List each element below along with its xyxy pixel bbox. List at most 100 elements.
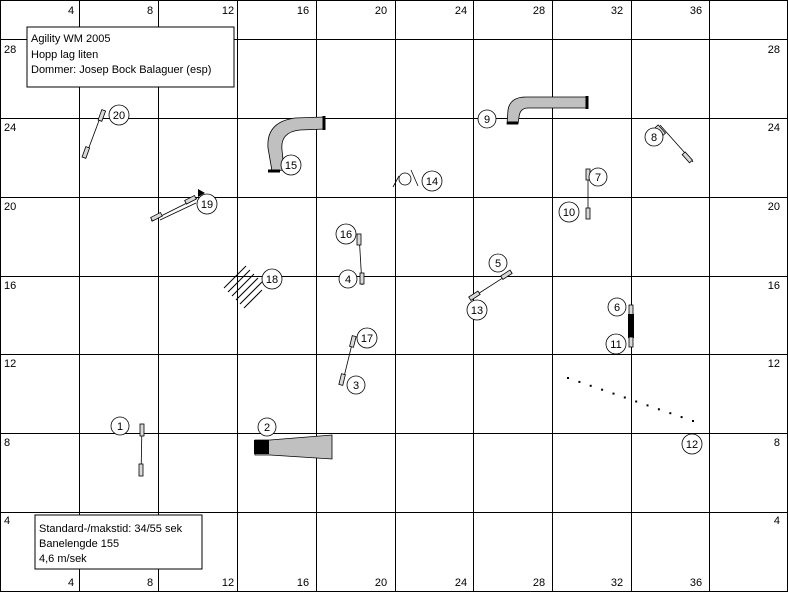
marker-11: 11 (605, 333, 627, 355)
marker-19: 19 (196, 193, 218, 215)
jump-wing (359, 272, 365, 285)
y-tick-label: 8 (774, 437, 780, 449)
marker-6: 6 (607, 297, 627, 317)
x-axis-top: 4 8 12 16 20 24 28 32 36 (68, 5, 702, 17)
marker-number: 5 (495, 258, 501, 270)
x-tick-label: 12 (222, 5, 234, 17)
x-tick-label: 24 (455, 577, 467, 589)
jump-wing (356, 233, 362, 246)
marker-number: 1 (117, 421, 123, 433)
x-tick-label: 8 (147, 577, 153, 589)
y-axis-right: 28 24 20 16 12 8 4 (768, 44, 780, 527)
obstacle-4-jump (356, 233, 365, 286)
marker-14: 14 (421, 170, 443, 192)
marker-number: 19 (201, 199, 213, 211)
marker-number: 14 (426, 176, 438, 188)
long-jump-plank (231, 273, 255, 297)
weave-pole (567, 377, 569, 379)
x-tick-label: 12 (222, 577, 234, 589)
jump-wing (338, 373, 346, 386)
obstacle-15-tunnel (267, 116, 326, 173)
x-tick-label: 16 (297, 577, 309, 589)
long-jump-plank (239, 281, 263, 305)
tire-ring (398, 172, 412, 186)
jump-bar (159, 202, 197, 221)
obstacle-3-jump (338, 335, 357, 386)
marker-12: 12 (681, 433, 703, 455)
x-tick-label: 8 (147, 5, 153, 17)
obstacle-19-jump (150, 189, 205, 222)
long-jump-plank (243, 289, 263, 309)
y-tick-label: 20 (768, 201, 780, 213)
x-tick-label: 16 (297, 5, 309, 17)
marker-1: 1 (110, 416, 130, 436)
marker-number: 3 (353, 380, 359, 392)
marker-8: 8 (644, 127, 664, 147)
weave-pole (601, 388, 604, 391)
obstacle-5-jump (468, 269, 513, 301)
weave-pole (589, 384, 592, 387)
jump-wing (500, 269, 513, 280)
course-info-box: Agility WM 2005 Hopp lag liten Dommer: J… (26, 26, 235, 88)
y-tick-label: 8 (4, 437, 10, 449)
obstacle-9-tunnel (506, 96, 589, 125)
course-speed: 4,6 m/sek (39, 553, 87, 565)
marker-number: 6 (614, 302, 620, 314)
marker-2: 2 (257, 417, 277, 437)
x-axis-bottom: 4 8 12 16 20 24 28 32 36 (68, 577, 702, 589)
marker-number: 20 (113, 110, 125, 122)
x-tick-label: 36 (690, 577, 702, 589)
marker-number: 11 (610, 339, 621, 351)
marker-13: 13 (466, 299, 488, 321)
marker-4: 4 (338, 269, 358, 289)
chute-body (254, 434, 333, 460)
x-tick-label: 28 (533, 5, 545, 17)
marker-7: 7 (588, 167, 608, 187)
long-jump-plank (227, 269, 251, 293)
tire-frame (392, 175, 400, 188)
y-tick-label: 24 (4, 122, 16, 134)
course-length: Banelengde 155 (39, 538, 119, 550)
marker-number: 18 (266, 274, 278, 286)
weave-pole (635, 400, 638, 403)
x-tick-label: 36 (690, 5, 702, 17)
obstacle-6-wall (628, 304, 634, 348)
course-class: Hopp lag liten (31, 49, 98, 61)
y-tick-label: 28 (768, 44, 780, 56)
stats-box-frame (34, 514, 203, 570)
marker-number: 2 (264, 422, 270, 434)
jump-wing (349, 335, 357, 348)
long-jump-plank (223, 265, 247, 289)
obstacle-18-long-jump (223, 265, 263, 309)
course-title: Agility WM 2005 (31, 33, 110, 45)
marker-number: 9 (484, 114, 490, 126)
x-tick-label: 28 (533, 577, 545, 589)
jump-wing (184, 194, 197, 205)
marker-number: 16 (340, 229, 352, 241)
y-tick-label: 16 (4, 280, 16, 292)
x-tick-label: 4 (68, 5, 74, 17)
marker-number: 15 (285, 160, 297, 172)
y-axis-left: 28 24 20 16 12 8 4 (4, 44, 16, 527)
marker-number: 13 (471, 305, 483, 317)
marker-number: 10 (563, 207, 575, 219)
marker-17: 17 (356, 327, 378, 349)
marker-5: 5 (488, 253, 508, 273)
jump-wing (585, 207, 591, 220)
weave-pole (623, 396, 626, 399)
x-tick-label: 32 (611, 5, 623, 17)
weave-pole (612, 392, 615, 395)
marker-18: 18 (261, 268, 283, 290)
y-tick-label: 4 (774, 515, 780, 527)
long-jump-plank (235, 277, 259, 301)
x-tick-label: 32 (611, 577, 623, 589)
x-tick-label: 20 (375, 5, 387, 17)
weave-pole (646, 404, 649, 407)
x-tick-label: 24 (455, 5, 467, 17)
weave-pole (657, 408, 660, 411)
course-time: Standard-/makstid: 34/55 sek (39, 523, 183, 535)
obstacle-20-jump (81, 109, 107, 159)
jump-wing (139, 423, 145, 437)
